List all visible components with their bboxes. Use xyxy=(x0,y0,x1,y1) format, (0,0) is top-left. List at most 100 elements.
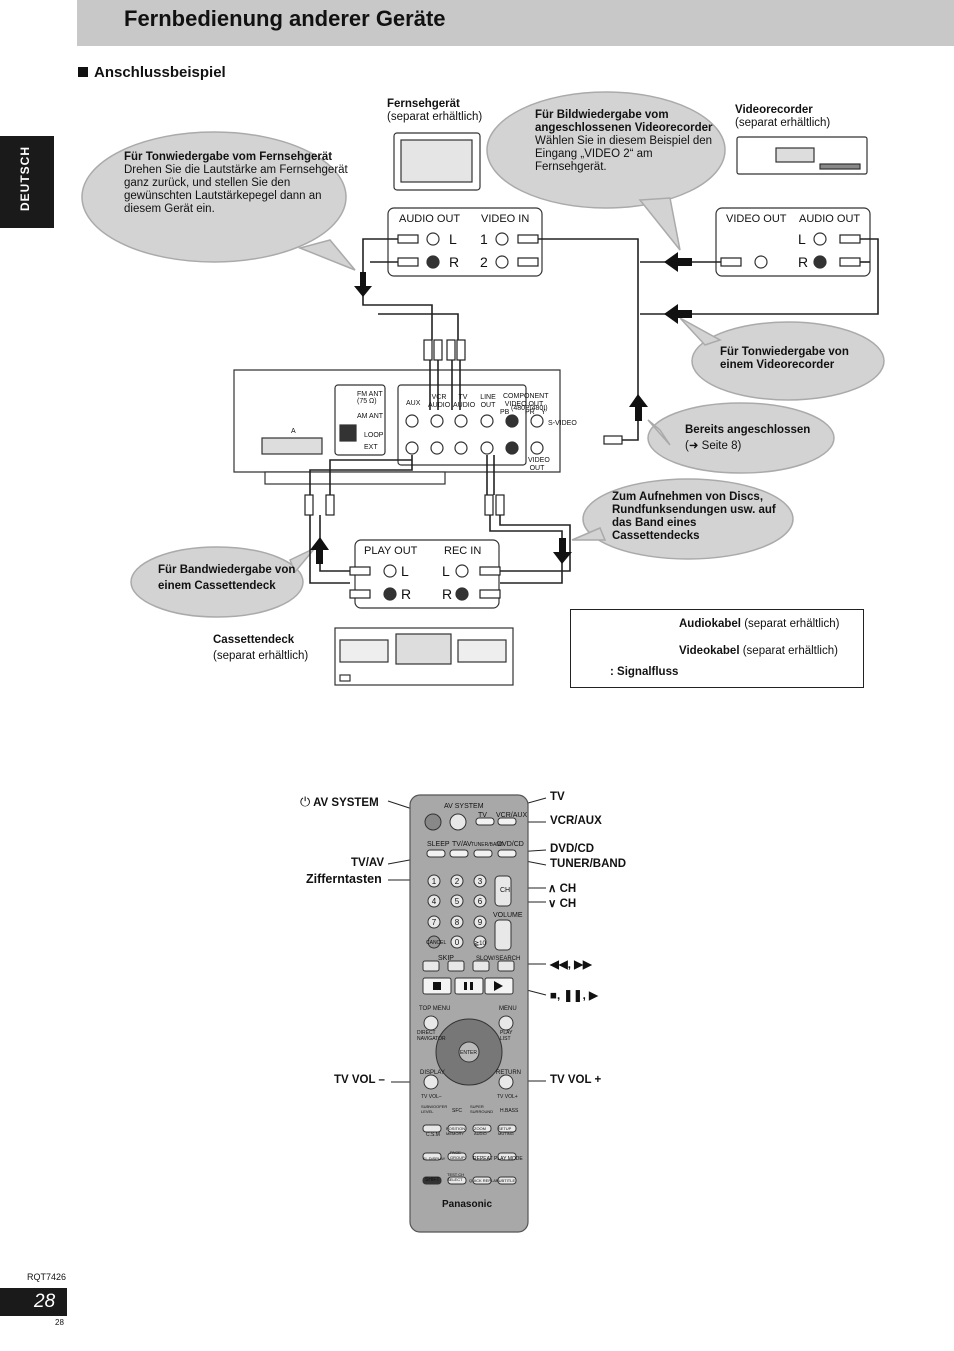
volume-key[interactable] xyxy=(494,919,512,951)
tv-illustration xyxy=(393,132,481,191)
loop-label: LOOP xyxy=(364,432,384,439)
fm-ohm-label: (75 Ω) xyxy=(357,398,377,405)
skip-forward-key[interactable] xyxy=(447,960,465,972)
rec-r-label: R xyxy=(442,586,453,602)
svg-text:8: 8 xyxy=(455,918,460,927)
callout-tuner-band: TUNER/BAND xyxy=(550,858,627,870)
vcr-note: (separat erhältlich) xyxy=(735,117,831,129)
legend-video: Videokabel (separat erhältlich) xyxy=(679,645,838,658)
tv-key[interactable] xyxy=(475,817,495,826)
key-tv-vol-minus-label: TV VOL– xyxy=(421,1094,442,1100)
legend-audio: Audiokabel (separat erhältlich) xyxy=(679,618,839,631)
vcr-name: Videorecorder xyxy=(735,104,813,116)
tv-r-label: R xyxy=(449,254,460,270)
callout-tv-av: TV/AV xyxy=(351,857,385,869)
key-zoom-label: ZOOM AUDIO xyxy=(474,1126,487,1136)
sleep-key[interactable] xyxy=(426,849,446,858)
bubble-tv-audio-text: Für Tonwiedergabe vom Fernsehgerät Drehe… xyxy=(124,151,349,216)
vcr-aux-key[interactable] xyxy=(497,817,517,826)
key-dvd-cd-label: DVD/CD xyxy=(497,841,524,848)
ext-label: EXT xyxy=(364,444,378,451)
plugs xyxy=(304,234,861,599)
bubble-tv-audio-body: Drehen Sie die Lautstärke am Fernsehgerä… xyxy=(124,164,348,215)
vcr-illustration xyxy=(736,136,868,175)
legend-audio-note: (separat erhältlich) xyxy=(744,618,840,630)
bubble-already-connected-text: Bereits angeschlossen (➜ Seite 8) xyxy=(685,424,835,453)
bubble-tape-playback-text: Für Bandwiedergabe von einem Cassettende… xyxy=(158,564,296,592)
channel-key[interactable] xyxy=(494,875,512,907)
page-title: Fernbedienung anderer Geräte xyxy=(124,6,446,31)
video-out-panel-label: VIDEO OUT xyxy=(528,457,550,472)
key-enter-label: ENTER xyxy=(460,1050,477,1056)
page-number: 28 xyxy=(34,1291,56,1312)
svg-text:4: 4 xyxy=(432,897,437,906)
search-back-key[interactable] xyxy=(472,960,490,972)
key-csm-label: C.S.M xyxy=(426,1132,440,1138)
remote-brand-logo: Panasonic xyxy=(442,1199,493,1210)
bubble-video-playback xyxy=(486,91,726,251)
vcr-video-out-label: VIDEO OUT xyxy=(726,213,787,225)
key-subtitle-label: SUBTITLE xyxy=(496,1178,516,1183)
av-system-power-icon[interactable] xyxy=(449,813,467,831)
callout-ch-up: ∧ CH xyxy=(548,883,577,895)
key-fl-display-label: FL DISPLAY xyxy=(423,1156,446,1161)
bubble-tv-audio xyxy=(81,131,356,271)
callout-ch-down: ∨ CH xyxy=(548,898,577,910)
cassette-note: (separat erhältlich) xyxy=(213,650,309,662)
tv-video-in-label: VIDEO IN xyxy=(481,213,530,225)
svg-text:1: 1 xyxy=(432,877,437,886)
tv-name: Fernsehgerät xyxy=(387,98,460,110)
key-vcr-aux-label: VCR/AUX xyxy=(496,812,528,819)
pb-label: PB xyxy=(500,409,510,416)
callout-skip-search: ◀◀, ▶▶ xyxy=(550,959,592,971)
document-code: RQT7426 xyxy=(27,1272,67,1282)
callout-tv-vol-minus: TV VOL – xyxy=(334,1074,385,1086)
bubble-already-connected-title: Bereits angeschlossen xyxy=(685,424,811,436)
tv-vol-plus-key[interactable] xyxy=(498,1074,514,1090)
remote-body xyxy=(409,794,529,1233)
component-res-label: (480P/480I) xyxy=(511,405,548,412)
search-forward-key[interactable] xyxy=(497,960,515,972)
key-skip-label: SKIP xyxy=(438,955,454,962)
dvd-cd-key[interactable] xyxy=(497,849,517,858)
pause-key[interactable] xyxy=(454,977,484,995)
svg-text:6: 6 xyxy=(478,897,483,906)
bubble-video-playback-title: Für Bildwiedergabe vom angeschlossenen V… xyxy=(535,109,713,134)
key-shift-label: SHIFT xyxy=(425,1177,440,1183)
svg-text:3: 3 xyxy=(478,877,483,886)
play-r-label: R xyxy=(401,586,412,602)
skip-back-key[interactable] xyxy=(422,960,440,972)
callout-tv: TV xyxy=(550,791,565,803)
enter-key[interactable] xyxy=(458,1041,480,1063)
s-video-label: S-VIDEO xyxy=(548,420,577,427)
key-test-label: TEST CH SELECT xyxy=(447,1172,465,1182)
callout-tv-vol-plus: TV VOL + xyxy=(550,1074,602,1086)
cassette-label: Cassettendeck (separat erhältlich) xyxy=(213,634,308,663)
bubble-tape-playback xyxy=(130,546,316,618)
callout-av-system-text: AV SYSTEM xyxy=(313,797,379,809)
legend-video-note: (separat erhältlich) xyxy=(742,645,838,657)
rec-in-label: REC IN xyxy=(444,545,482,557)
key-tuner-band-label: TUNER/BAND xyxy=(471,842,504,848)
cassette-deck-illustration xyxy=(334,627,514,686)
tuner-band-key[interactable] xyxy=(473,849,493,858)
key-sfc-label: SFC xyxy=(452,1108,462,1114)
key-slow-search-label: SLOW/SEARCH xyxy=(476,956,521,962)
key-repeat-label: REPEAT xyxy=(473,1156,493,1162)
key-setup-label: SETUP MUTING xyxy=(498,1126,514,1136)
tv-av-key[interactable] xyxy=(449,849,469,858)
fm-ant-label: FM ANT xyxy=(357,391,383,398)
vcr-l-label: L xyxy=(798,231,806,247)
callout-av-system: ⏻ AV SYSTEM xyxy=(300,794,379,810)
power-icon[interactable] xyxy=(424,813,442,831)
key-ch-label: CH xyxy=(500,887,511,894)
play-l-label: L xyxy=(401,563,409,579)
key-quick-replay-label: QUICK REPLAY xyxy=(469,1178,499,1183)
tv-vol-minus-key[interactable] xyxy=(423,1074,439,1090)
tv-l-label: L xyxy=(449,231,457,247)
standby-power-icon: ⏻ xyxy=(300,794,311,809)
svg-text:2: 2 xyxy=(455,877,460,886)
callout-stop-pause-play: ■, ❚❚, ▶ xyxy=(550,990,598,1002)
callout-vcr-aux: VCR/AUX xyxy=(550,815,602,827)
